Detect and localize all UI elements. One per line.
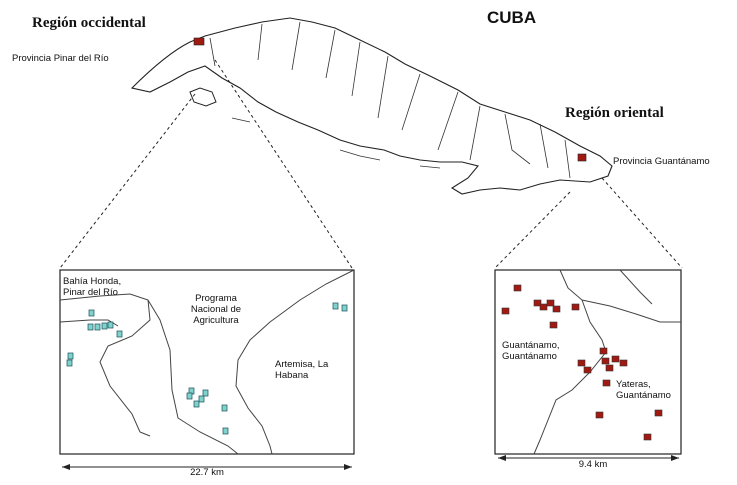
- west-site: [107, 321, 114, 329]
- west-site: [66, 359, 73, 367]
- west-site: [198, 395, 205, 403]
- inset-east-guantanamo-label: Guantánamo, Guantánamo: [502, 340, 560, 362]
- west-site: [221, 404, 228, 412]
- east-site: [546, 299, 555, 307]
- west-site: [116, 330, 123, 338]
- inset-west-programa-label: Programa Nacional de Agricultura: [190, 293, 242, 326]
- west-site: [67, 352, 74, 360]
- east-site: [654, 409, 663, 417]
- west-site: [193, 400, 200, 408]
- inset-west-roads: [59, 269, 355, 455]
- west-site: [202, 389, 209, 397]
- west-site: [94, 323, 101, 331]
- inset-east-roads: [533, 269, 681, 455]
- country-title: CUBA: [487, 8, 537, 27]
- inset-west-artemisa-label: Artemisa, La Habana: [275, 359, 329, 381]
- east-site: [533, 299, 542, 307]
- west-site: [87, 323, 94, 331]
- province-boundaries: [209, 21, 571, 179]
- west-site: [222, 427, 229, 435]
- east-site: [549, 321, 558, 329]
- scale-east-label: 9.4 km: [578, 459, 608, 470]
- scale-east-arrow-left: [498, 455, 506, 461]
- scale-east-arrow-right: [671, 455, 679, 461]
- east-site: [611, 355, 620, 363]
- region-east-label: Región oriental: [565, 105, 664, 121]
- province-west-label: Provincia Pinar del Río: [12, 53, 109, 64]
- west-site: [332, 302, 339, 310]
- east-site: [577, 359, 586, 367]
- east-site: [595, 411, 604, 419]
- east-site: [571, 303, 580, 311]
- isla-juventud-outline: [189, 87, 217, 107]
- east-site: [552, 305, 561, 313]
- inset-east-frame: [494, 269, 682, 455]
- connector-east-right: [601, 177, 683, 269]
- east-site: [605, 364, 614, 372]
- scale-west-arrow-left: [62, 464, 70, 470]
- west-site: [88, 309, 95, 317]
- east-site-marker: [577, 153, 587, 162]
- west-site: [186, 392, 193, 400]
- east-site: [619, 359, 628, 367]
- scale-west-arrow-right: [344, 464, 352, 470]
- region-west-label: Región occidental: [32, 15, 146, 31]
- west-site: [101, 322, 108, 330]
- east-site: [539, 303, 548, 311]
- east-site: [583, 366, 592, 374]
- scale-west-label: 22.7 km: [190, 467, 224, 478]
- west-site-group: [66, 302, 348, 435]
- east-site: [602, 379, 611, 387]
- west-site-marker: [193, 37, 205, 46]
- connector-west-left: [59, 93, 196, 269]
- east-site: [643, 433, 652, 441]
- inset-west-bahia-label: Bahía Honda, Pinar del Río: [63, 276, 122, 298]
- east-site: [501, 307, 510, 315]
- east-site: [599, 347, 608, 355]
- province-east-label: Provincia Guantánamo: [613, 156, 710, 167]
- inset-west-frame: [59, 269, 355, 455]
- west-site: [341, 304, 348, 312]
- east-site: [601, 357, 610, 365]
- east-site-group: [501, 284, 663, 441]
- connector-east-left: [494, 191, 571, 269]
- cuba-island-outline: [130, 17, 613, 195]
- east-site: [513, 284, 522, 292]
- keys-outline: [231, 117, 441, 169]
- inset-east-yateras-label: Yateras, Guantánamo: [616, 379, 671, 401]
